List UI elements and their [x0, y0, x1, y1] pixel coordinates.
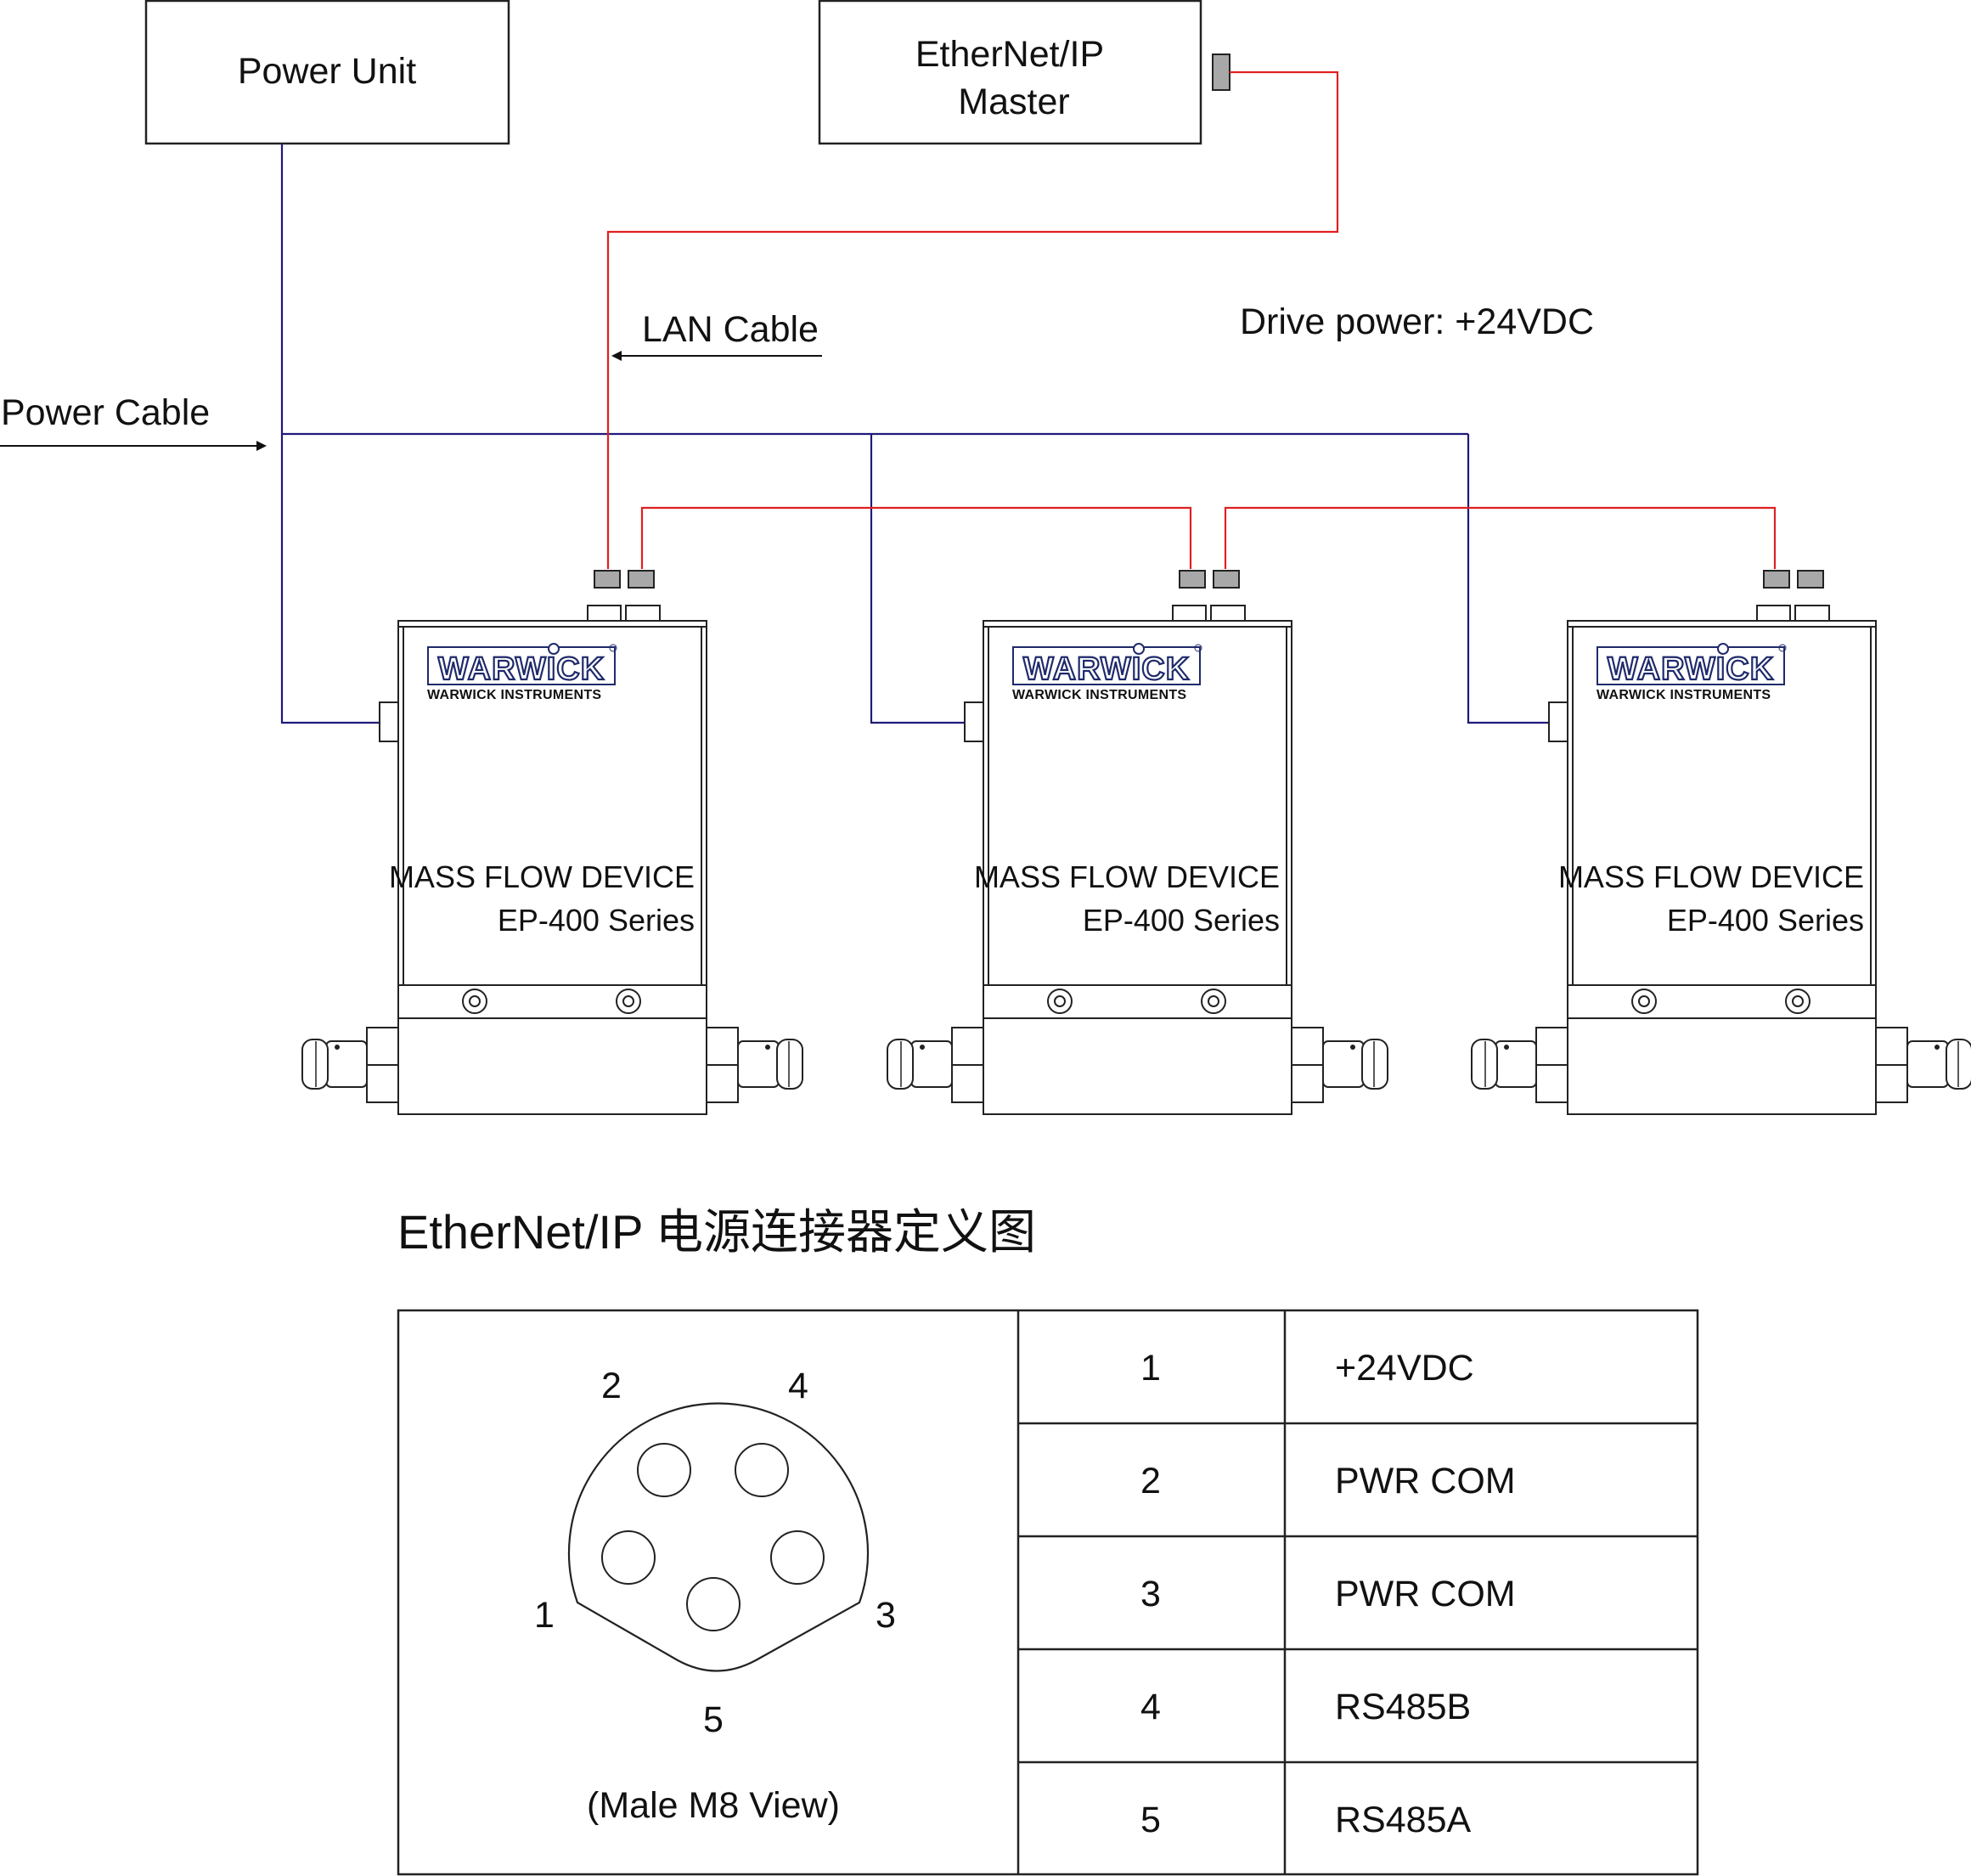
pin-signal-cell: PWR COM — [1335, 1461, 1516, 1501]
right-fitting-body — [737, 1040, 780, 1088]
pin-hole-2 — [637, 1443, 691, 1497]
left-fitting-tip — [887, 1039, 914, 1090]
right-fitting-body — [1906, 1040, 1949, 1088]
lan-line-device-1-to-2 — [640, 506, 1192, 569]
power-line-device-3 — [1467, 434, 1550, 724]
right-fitting-tip — [776, 1039, 803, 1090]
male-m8-view-label: (Male M8 View) — [587, 1785, 840, 1826]
left-fitting-body — [1495, 1040, 1537, 1088]
pin-hole-5 — [686, 1577, 741, 1631]
ethernet-port-in — [1763, 570, 1790, 589]
ethernet-port-in — [594, 570, 621, 589]
power-unit-box: Power Unit — [144, 0, 510, 145]
device-body — [983, 620, 1292, 1019]
lan-line-master-to-device-1 — [606, 70, 1339, 569]
device-body — [1567, 620, 1877, 1019]
brand-name: WARWICK — [1023, 651, 1190, 687]
lan-cable-label: LAN Cable — [642, 309, 819, 350]
pin-label-3: 3 — [876, 1595, 896, 1636]
master-label-line1: EtherNet/IP — [915, 34, 1104, 75]
right-fitting-tip — [1361, 1039, 1388, 1090]
pin-number-cell: 4 — [1140, 1687, 1161, 1727]
ethernet-ip-master-box: EtherNet/IP Master — [818, 0, 1230, 145]
pin-number-cell: 1 — [1140, 1348, 1161, 1389]
pin-number-cell: 5 — [1140, 1800, 1161, 1840]
pin-signal-cell: +24VDC — [1335, 1348, 1474, 1389]
master-label-line2: Master — [958, 82, 1069, 122]
device-series: EP-400 Series — [498, 903, 695, 938]
device-name: MASS FLOW DEVICE — [974, 859, 1280, 894]
pin-hole-1 — [601, 1530, 656, 1585]
power-line-device-2 — [870, 434, 965, 724]
connector-title: EtherNet/IP 电源连接器定义图 — [397, 1205, 1036, 1259]
left-fitting-tip — [1471, 1039, 1498, 1090]
device-base — [983, 1017, 1292, 1115]
ethernet-port-out — [1213, 570, 1240, 589]
brand-subtitle: WARWICK INSTRUMENTS — [1012, 688, 1186, 702]
power-m8-port — [1548, 701, 1568, 742]
brand-name: WARWICK — [1608, 651, 1774, 687]
lan-wiring — [606, 70, 1777, 569]
pin-signal-cell: RS485A — [1335, 1800, 1471, 1840]
pin-label-1: 1 — [534, 1595, 555, 1636]
pin-number-cell: 2 — [1140, 1461, 1161, 1501]
pin-hole-3 — [770, 1530, 825, 1585]
device-base — [397, 1017, 707, 1115]
pin-label-4: 4 — [788, 1366, 808, 1406]
brand-subtitle: WARWICK INSTRUMENTS — [1597, 688, 1771, 702]
ethernet-port-in — [1179, 570, 1206, 589]
left-fitting-tip — [301, 1039, 329, 1090]
pin-signal-cell: RS485B — [1335, 1687, 1471, 1727]
master-ethernet-port — [1212, 54, 1230, 91]
lan-line-device-2-to-3 — [1224, 506, 1777, 569]
brand-subtitle: WARWICK INSTRUMENTS — [427, 688, 601, 702]
pin-number-cell: 3 — [1140, 1574, 1161, 1614]
drive-power-label: Drive power: +24VDC — [1240, 301, 1594, 342]
ethernet-port-out — [628, 570, 655, 589]
ethernet-port-out — [1797, 570, 1824, 589]
m8-connector-face: 1 2 3 4 5 (Male M8 View) — [534, 1366, 896, 1826]
device-name: MASS FLOW DEVICE — [389, 859, 695, 894]
power-m8-port — [964, 701, 984, 742]
device-name: MASS FLOW DEVICE — [1558, 859, 1864, 894]
left-fitting-body — [910, 1040, 953, 1088]
device-base — [1567, 1017, 1877, 1115]
power-m8-port — [379, 701, 399, 742]
device-series: EP-400 Series — [1083, 903, 1280, 938]
device-series: EP-400 Series — [1667, 903, 1864, 938]
power-line-device-1 — [280, 144, 380, 724]
pin-label-5: 5 — [703, 1699, 724, 1740]
power-wiring — [280, 144, 1550, 724]
power-cable-label: Power Cable — [1, 392, 210, 433]
pin-signal-cell: PWR COM — [1335, 1574, 1516, 1614]
power-unit-label: Power Unit — [238, 51, 416, 92]
pin-hole-4 — [735, 1443, 789, 1497]
pin-label-2: 2 — [601, 1366, 622, 1406]
brand-name: WARWICK — [438, 651, 605, 687]
right-fitting-body — [1322, 1040, 1365, 1088]
left-fitting-body — [325, 1040, 368, 1088]
